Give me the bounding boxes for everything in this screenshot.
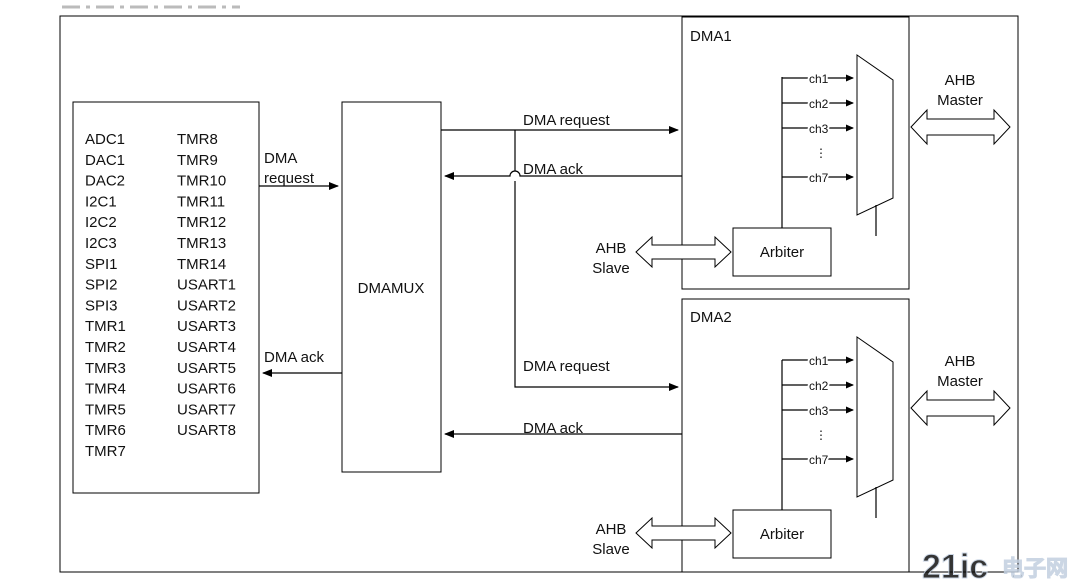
dma1-internals: ch1 ch1 ch2 ch2 ch3 ch3 ⋮ ch7 ch7 Arbite… (592, 54, 1011, 277)
peripheral-label: TMR12 (177, 214, 226, 231)
peripheral-label: USART1 (177, 277, 236, 294)
peripheral-label: TMR3 (85, 360, 126, 377)
dma2-ahb-slave-arrow (635, 516, 732, 550)
dma2-request-label: DMA request (523, 358, 611, 375)
peripheral-label: I2C1 (85, 193, 117, 210)
dma2-ch7-label: ch7 (809, 453, 829, 467)
peripheral-label: DAC1 (85, 152, 125, 169)
peripheral-label: USART7 (177, 401, 236, 418)
peripheral-label: TMR11 (177, 193, 225, 210)
dma-request-label-left-2: request (264, 170, 315, 187)
dmamux-label: DMAMUX (358, 280, 425, 297)
peripheral-label: TMR9 (177, 152, 218, 169)
dma1-ch7-label: ch7 (809, 171, 829, 185)
peripheral-label: USART4 (177, 339, 236, 356)
dma2-ch1-label: ch1 (809, 354, 829, 368)
peripheral-label: TMR4 (85, 381, 126, 398)
peripheral-label: DAC2 (85, 173, 125, 190)
dma1-ack-arrow (444, 170, 682, 180)
peripheral-label: USART8 (177, 422, 236, 439)
dma1-ch7-bg: ch7 (809, 171, 829, 185)
dma2-dots: ⋮ (815, 428, 827, 442)
peripheral-label: I2C3 (85, 235, 117, 252)
dma2-ch3-label: ch3 (809, 404, 829, 418)
dma2-internals: ch1 ch1 ch2 ch2 ch3 ch3 ⋮ ch7 ch7 Arbite… (592, 336, 1011, 559)
dma1-ahb-slave-label-1: AHB (596, 240, 627, 257)
peripherals-box (72, 101, 260, 494)
dma2-ahb-slave-label-2: Slave (592, 541, 630, 558)
peripheral-label: SPI1 (85, 256, 118, 273)
dma1-arbiter-label: Arbiter (760, 244, 804, 261)
dma2-ch1-bg: ch1 (809, 354, 829, 368)
dma2-ch3-bg: ch3 (809, 404, 829, 418)
dma1-ahb-master-label-1: AHB (945, 72, 976, 89)
dma2-ahb-master-label-1: AHB (945, 353, 976, 370)
watermark-logo: 21ic 电子网 (922, 548, 1069, 587)
dma2-label: DMA2 (690, 309, 732, 326)
dma1-ack-label: DMA ack (523, 161, 584, 178)
dma2-ahb-master-label-2: Master (937, 373, 983, 390)
peripheral-label: TMR1 (85, 318, 126, 335)
peripheral-label: TMR6 (85, 422, 126, 439)
peripheral-label: TMR10 (177, 173, 226, 190)
peripheral-label: TMR13 (177, 235, 226, 252)
peripheral-label: ADC1 (85, 131, 125, 148)
dma1-ch3-label: ch3 (809, 122, 829, 136)
dma2-mux-shape (856, 336, 894, 498)
dma1-ahb-slave-label-2: Slave (592, 260, 630, 277)
peripheral-label: I2C2 (85, 214, 117, 231)
dma2-ahb-master-arrow (910, 389, 1011, 427)
dma1-ch2-label: ch2 (809, 97, 829, 111)
dma1-arbiter-box (732, 227, 832, 277)
peripherals-col2: TMR8TMR9TMR10TMR11TMR12TMR13TMR14USART1U… (177, 131, 236, 439)
watermark-cjk: 电子网 (1002, 556, 1068, 581)
peripheral-label: TMR7 (85, 443, 126, 460)
peripheral-label: SPI3 (85, 297, 118, 314)
dma2-arbiter-box (732, 509, 832, 559)
dma1-ch1-bg: ch1 (809, 72, 829, 86)
dma1-ch2-bg: ch2 (809, 97, 829, 111)
peripheral-label: SPI2 (85, 277, 118, 294)
peripheral-label: TMR8 (177, 131, 218, 148)
peripheral-label: USART2 (177, 297, 236, 314)
dma1-mux-shape (856, 54, 894, 216)
peripheral-label: TMR2 (85, 339, 126, 356)
dma1-dots: ⋮ (815, 146, 827, 160)
dma1-request-label: DMA request (523, 112, 611, 129)
dma-ack-label-left: DMA ack (264, 349, 325, 366)
dma1-ahb-master-arrow (910, 108, 1011, 146)
dma1-label: DMA1 (690, 28, 732, 45)
dma1-ahb-slave-arrow (635, 235, 732, 269)
peripheral-label: TMR14 (177, 256, 226, 273)
dma2-request-arrow (514, 130, 678, 387)
dma2-ack-label: DMA ack (523, 420, 584, 437)
peripheral-label: USART6 (177, 381, 236, 398)
peripheral-label: USART3 (177, 318, 236, 335)
peripherals-col1: ADC1DAC1DAC2I2C1I2C2I2C3SPI1SPI2SPI3TMR1… (85, 131, 126, 460)
dma-request-label-left-1: DMA (264, 150, 297, 167)
dma1-ch1-label: ch1 (809, 72, 829, 86)
dma2-ch7-bg: ch7 (809, 453, 829, 467)
dma2-ahb-slave-label-1: AHB (596, 521, 627, 538)
dma1-ch3-bg: ch3 (809, 122, 829, 136)
watermark-latin: 21ic (922, 548, 988, 586)
dmamux-box (341, 101, 442, 473)
dma2-ch2-label: ch2 (809, 379, 829, 393)
dma2-ch2-bg: ch2 (809, 379, 829, 393)
dma1-ahb-master-label-2: Master (937, 92, 983, 109)
dma2-arbiter-label: Arbiter (760, 526, 804, 543)
peripheral-label: USART5 (177, 360, 236, 377)
peripheral-label: TMR5 (85, 401, 126, 418)
